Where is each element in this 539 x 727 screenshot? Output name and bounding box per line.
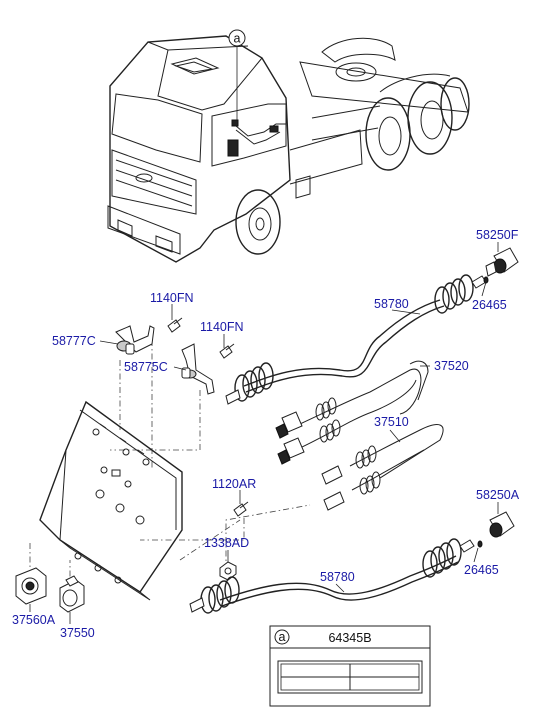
label-58780-bottom[interactable]: 58780 (320, 570, 355, 584)
label-58775c[interactable]: 58775C (124, 360, 168, 374)
coil-37510 (355, 445, 381, 495)
leader-lines (29, 242, 499, 624)
cable-37520 (275, 360, 429, 465)
detail-box-marker: a (279, 630, 286, 644)
label-58777c[interactable]: 58777C (52, 334, 96, 348)
cable-37510 (321, 424, 444, 511)
coil-top-right (434, 274, 474, 314)
bracket-58775c (181, 343, 215, 395)
coil-37520 (315, 397, 341, 443)
truck-illustration (107, 35, 470, 263)
coiled-hose-58780-bottom (189, 538, 475, 614)
bolt-1120ar (233, 501, 249, 517)
mounting-bracket-plate (39, 400, 183, 601)
label-1140fn-b[interactable]: 1140FN (200, 320, 244, 334)
label-58780-top[interactable]: 58780 (374, 297, 409, 311)
label-plate (277, 660, 423, 694)
label-1120ar[interactable]: 1120AR (212, 477, 256, 491)
label-37550[interactable]: 37550 (60, 626, 95, 640)
socket-37560a (15, 567, 47, 605)
socket-37550 (59, 575, 85, 613)
bolt-1140fn-b (219, 343, 235, 359)
bracket-58777c (115, 325, 155, 355)
coiled-hose-58780-top (225, 274, 487, 405)
part-number-labels: 58250F 26465 58780 1140FN 58777C 1140FN … (12, 228, 520, 640)
coil-top-left (234, 362, 274, 402)
label-26465-top[interactable]: 26465 (472, 298, 507, 312)
coupling-head-58250f (485, 247, 519, 277)
washer-26465-bottom (477, 540, 483, 548)
label-58250a[interactable]: 58250A (476, 488, 520, 502)
label-26465-bottom[interactable]: 26465 (464, 563, 499, 577)
detail-box-part-number[interactable]: 64345B (328, 631, 371, 645)
detail-box-a: a 64345B (269, 625, 431, 707)
label-37520[interactable]: 37520 (434, 359, 469, 373)
coil-bottom-right (422, 538, 462, 578)
coupling-head-58250a (489, 511, 515, 538)
bolt-1140fn-a (167, 317, 183, 333)
label-37560a[interactable]: 37560A (12, 613, 56, 627)
label-1338ad[interactable]: 1338AD (204, 536, 249, 550)
label-1140fn-a[interactable]: 1140FN (150, 291, 194, 305)
callout-a-letter: a (234, 32, 241, 46)
callout-a: a (228, 29, 246, 120)
label-37510[interactable]: 37510 (374, 415, 409, 429)
label-58250f[interactable]: 58250F (476, 228, 519, 242)
